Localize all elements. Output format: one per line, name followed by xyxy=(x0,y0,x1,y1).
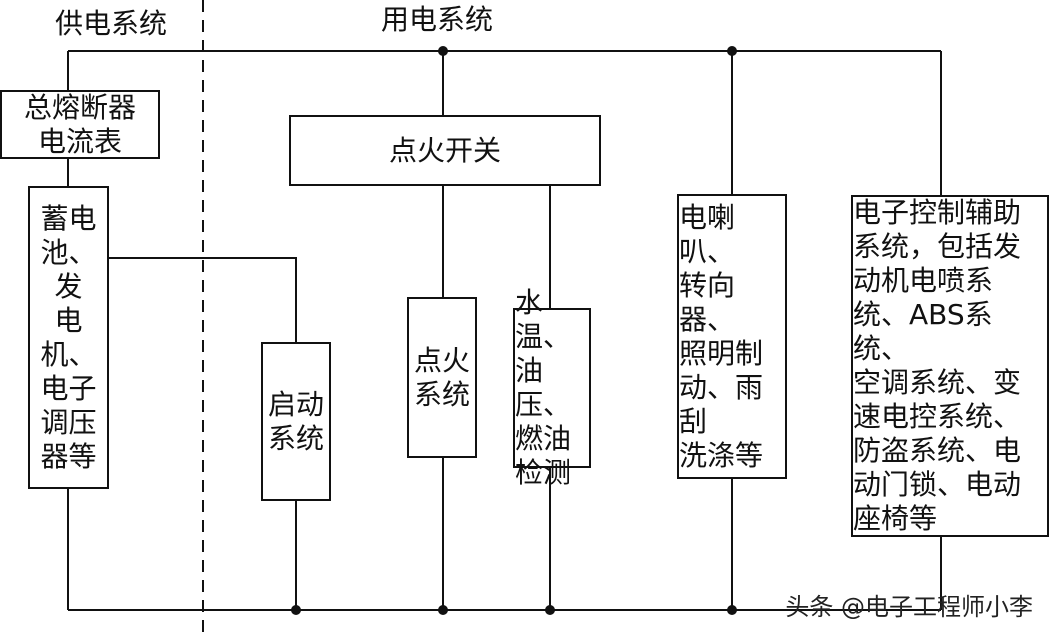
supply-system-label: 供电系统 xyxy=(55,7,168,40)
junction-dot xyxy=(291,605,301,615)
consume-system-label: 用电系统 xyxy=(381,3,494,36)
battery-generator-text: 蓄电 池、发 电机、 电子 调压 器等 xyxy=(40,201,97,473)
junction-dot xyxy=(545,605,555,615)
horn-lighting-text: 电喇叭、 转向器、 照明制 动、雨刮 洗涤等 xyxy=(679,200,764,472)
horn-lighting-box: 电喇叭、 转向器、 照明制 动、雨刮 洗涤等 xyxy=(677,194,787,479)
gauges-text: 水温、 油压、 燃油 检测 xyxy=(515,286,572,489)
battery-to-starter-wire xyxy=(108,257,297,342)
ignition-system-box: 点火 系统 xyxy=(407,297,477,458)
battery-generator-box: 蓄电 池、发 电机、 电子 调压 器等 xyxy=(28,186,109,489)
junction-dot xyxy=(727,46,737,56)
junction-dot xyxy=(727,605,737,615)
electronic-aux-box: 电子控制辅助 系统，包括发 动机电喷系 统、ABS系统、 空调系统、变 速电控系… xyxy=(851,195,1049,537)
junction-dot xyxy=(438,605,448,615)
ignition-switch-box: 点火开关 xyxy=(289,115,601,186)
watermark: 头条 @电子工程师小李 xyxy=(785,593,1033,621)
fuse-ammeter-text: 总熔断器 电流表 xyxy=(23,90,136,158)
electronic-aux-text: 电子控制辅助 系统，包括发 动机电喷系 统、ABS系统、 空调系统、变 速电控系… xyxy=(853,196,1022,535)
starter-system-box: 启动 系统 xyxy=(261,342,331,501)
ignition-switch-text: 点火开关 xyxy=(388,133,501,167)
ignition-system-text: 点火 系统 xyxy=(413,343,470,411)
junction-dot xyxy=(438,46,448,56)
gauges-box: 水温、 油压、 燃油 检测 xyxy=(513,286,591,489)
fuse-ammeter-box: 总熔断器 电流表 xyxy=(0,90,160,159)
starter-system-text: 启动 系统 xyxy=(267,387,324,455)
